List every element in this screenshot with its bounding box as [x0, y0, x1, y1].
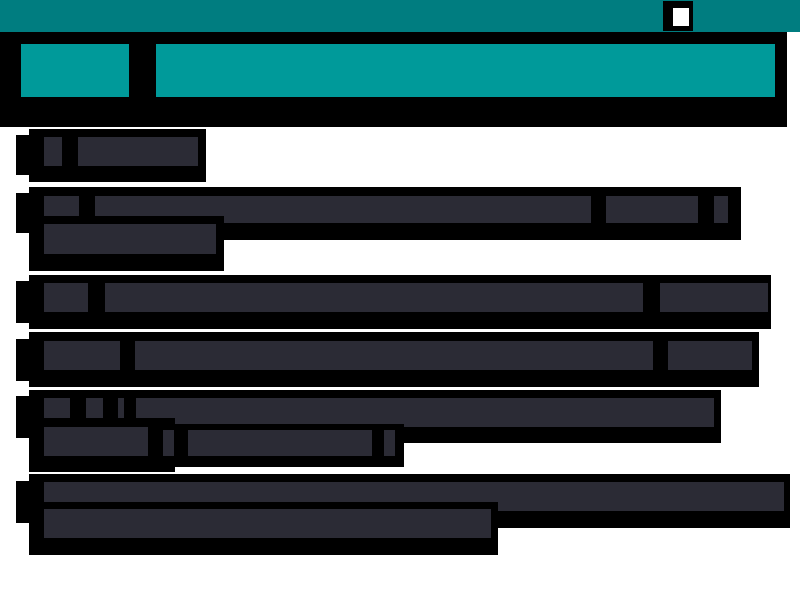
- text-line: [44, 509, 491, 538]
- text-line: [606, 196, 698, 223]
- list-item[interactable]: [29, 216, 224, 271]
- row-marker: [16, 481, 30, 523]
- row-marker: [16, 396, 30, 438]
- text-line: [86, 398, 103, 418]
- text-line: [44, 196, 79, 216]
- text-line: [44, 224, 216, 254]
- text-line: [118, 398, 124, 418]
- text-line: [660, 283, 768, 312]
- row-marker: [16, 135, 30, 175]
- text-line: [136, 398, 714, 427]
- text-line: [105, 283, 643, 312]
- list-item[interactable]: [148, 424, 404, 467]
- header-tab-main[interactable]: [156, 44, 775, 97]
- list-item[interactable]: [29, 502, 498, 555]
- text-line: [188, 430, 372, 456]
- header-tab-left[interactable]: [21, 44, 129, 97]
- text-line: [44, 283, 88, 312]
- list-item[interactable]: [29, 275, 771, 329]
- row-marker: [16, 339, 30, 381]
- text-line: [44, 398, 70, 418]
- window-control-button[interactable]: [663, 1, 693, 31]
- row-marker: [16, 281, 30, 323]
- text-line: [44, 427, 152, 456]
- text-line: [44, 137, 62, 166]
- text-line: [163, 430, 174, 456]
- text-line: [384, 430, 395, 456]
- square-icon: [673, 8, 689, 26]
- list-item[interactable]: [29, 129, 206, 182]
- text-line: [78, 137, 198, 166]
- list-item[interactable]: [29, 332, 759, 387]
- text-line: [668, 341, 752, 370]
- row-marker: [16, 193, 30, 233]
- text-line: [135, 341, 653, 370]
- list-item[interactable]: [29, 187, 741, 240]
- text-line: [44, 341, 120, 370]
- text-line: [714, 196, 728, 223]
- header: [0, 32, 787, 127]
